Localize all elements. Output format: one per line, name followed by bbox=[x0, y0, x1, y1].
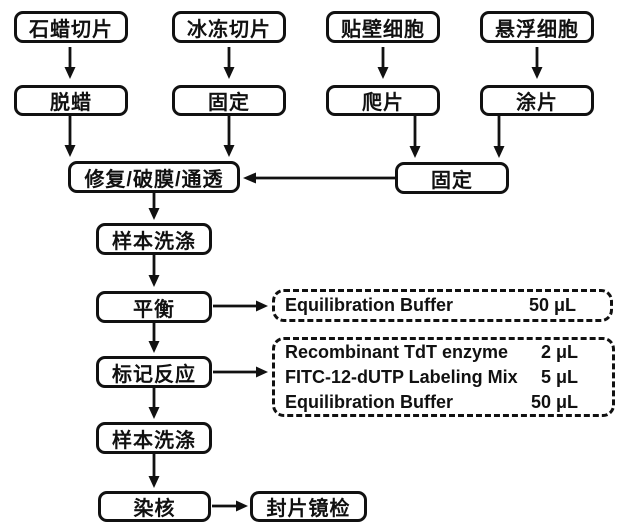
connector-paraffin-to-dewax bbox=[64, 47, 76, 79]
reagent-name: Equilibration Buffer bbox=[285, 295, 453, 315]
connector-coverslip-to-fixcells bbox=[409, 116, 421, 158]
node-mount-and-examine: 封片镜检 bbox=[250, 491, 367, 522]
reagent-name: Equilibration Buffer bbox=[285, 391, 453, 412]
reagent-note-labeling-mix: Recombinant TdT enzyme 2 μL FITC-12-dUTP… bbox=[272, 337, 615, 417]
reagent-volume: 50 μL bbox=[530, 391, 578, 412]
connector-suspension-to-smear bbox=[531, 47, 543, 79]
connector-adherent-to-coverslip bbox=[377, 47, 389, 79]
connector-retrieval-to-wash1 bbox=[148, 193, 160, 220]
node-paraffin-section: 石蜡切片 bbox=[14, 11, 128, 43]
node-nuclear-staining: 染核 bbox=[98, 491, 211, 522]
reagent-row: FITC-12-dUTP Labeling Mix 5 μL bbox=[285, 365, 578, 390]
node-suspension-cells: 悬浮细胞 bbox=[480, 11, 594, 43]
node-adherent-cells: 贴壁细胞 bbox=[326, 11, 440, 43]
reagent-row: Recombinant TdT enzyme 2 μL bbox=[285, 340, 578, 365]
node-frozen-section: 冰冻切片 bbox=[172, 11, 286, 43]
connector-labeling-to-wash2 bbox=[148, 388, 160, 419]
node-coverslip: 爬片 bbox=[326, 85, 440, 116]
node-sample-wash-2: 样本洗涤 bbox=[96, 422, 212, 454]
connector-equilibration-to-buffer-note bbox=[213, 300, 268, 312]
reagent-name: Recombinant TdT enzyme bbox=[285, 341, 509, 362]
connector-wash1-to-equilibration bbox=[148, 255, 160, 287]
node-equilibration: 平衡 bbox=[96, 291, 212, 323]
connector-dewax-to-retrieval bbox=[64, 116, 76, 157]
connector-stain-to-mount bbox=[212, 500, 248, 512]
reagent-row: Equilibration Buffer 50 μL bbox=[285, 390, 578, 415]
reagent-note-equilibration-buffer: Equilibration Buffer 50 μL bbox=[272, 289, 613, 322]
reagent-row: Equilibration Buffer 50 μL bbox=[285, 293, 576, 318]
connector-equilibration-to-labeling bbox=[148, 323, 160, 353]
reagent-volume: 50 μL bbox=[528, 295, 576, 315]
node-labeling-reaction: 标记反应 bbox=[96, 356, 212, 388]
reagent-volume: 5 μL bbox=[540, 366, 578, 387]
reagent-volume: 2 μL bbox=[540, 341, 578, 362]
reagent-name: FITC-12-dUTP Labeling Mix bbox=[285, 366, 518, 387]
node-dewax: 脱蜡 bbox=[14, 85, 128, 116]
node-retrieval-permeabilization: 修复/破膜/通透 bbox=[68, 161, 240, 193]
connector-labeling-to-mix-note bbox=[213, 366, 268, 378]
node-fix-frozen: 固定 bbox=[172, 85, 286, 116]
node-sample-wash-1: 样本洗涤 bbox=[96, 223, 212, 255]
node-smear: 涂片 bbox=[480, 85, 594, 116]
connector-fixcells-to-retrieval bbox=[243, 172, 395, 184]
connector-wash2-to-stain bbox=[148, 454, 160, 488]
connector-smear-to-fixcells bbox=[493, 116, 505, 158]
connector-fixfrozen-to-retrieval bbox=[223, 116, 235, 157]
connector-frozen-to-fix bbox=[223, 47, 235, 79]
node-fix-cells: 固定 bbox=[395, 162, 509, 194]
